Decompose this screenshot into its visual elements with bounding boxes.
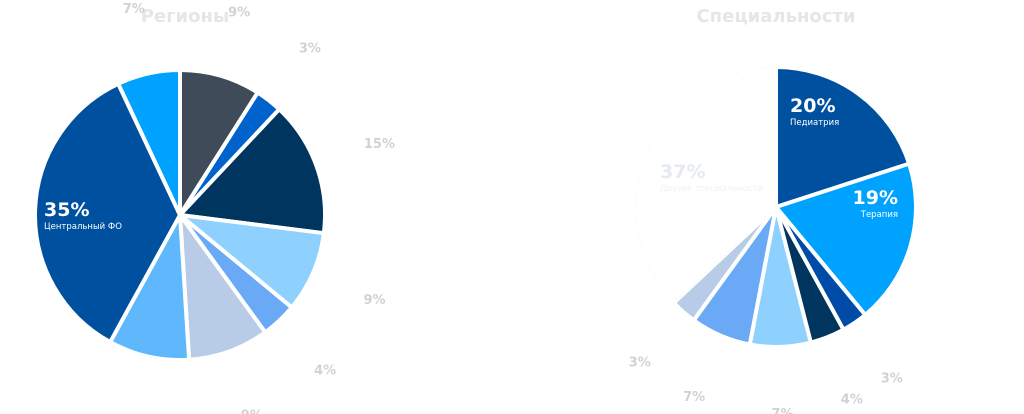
slice-name-label: Педиатрия	[790, 118, 839, 128]
pie-slice	[774, 161, 918, 317]
regions-pie: 9%3%15%9%4%9%9%35%Центральный ФО7%	[33, 2, 395, 414]
pie-slice	[671, 205, 778, 323]
slice-percent-label: 35%	[44, 199, 89, 221]
pie-slice	[178, 107, 327, 236]
slice-outer-label: 7%	[683, 390, 705, 405]
pie-slice	[635, 66, 777, 304]
slice-percent-label: 20%	[790, 95, 835, 117]
slice-outer-label: 7%	[123, 2, 145, 17]
slice-outer-label: 3%	[881, 371, 903, 386]
specialties-chart-title: Специальности	[696, 6, 855, 27]
slice-name-label: Терапия	[860, 210, 898, 220]
slice-outer-label: 3%	[299, 41, 321, 56]
regions-chart-title: Регионы	[141, 6, 230, 27]
slice-outer-label: 15%	[364, 137, 395, 152]
slice-outer-label: 7%	[771, 407, 793, 414]
specialties-pie: 20%Педиатрия 19%Терапия 3% 4% 7% 7% 3% 37%Други…	[629, 65, 918, 414]
slice-percent-label: 19%	[853, 187, 898, 209]
slice-outer-label: 3%	[629, 356, 651, 371]
slice-outer-label: 9%	[228, 5, 250, 20]
slice-outer-label: 9%	[241, 408, 263, 414]
slice-outer-label: 4%	[841, 393, 863, 408]
slice-percent-label: 37%	[660, 161, 705, 183]
slice-outer-label: 4%	[314, 364, 336, 379]
pie-slice	[116, 68, 182, 217]
pie-slice	[774, 65, 912, 209]
slice-name-label: Другие специальности	[660, 184, 763, 194]
slice-name-label: Центральный ФО	[44, 222, 122, 232]
pie-slice	[33, 81, 182, 345]
slice-outer-label: 9%	[364, 293, 386, 308]
